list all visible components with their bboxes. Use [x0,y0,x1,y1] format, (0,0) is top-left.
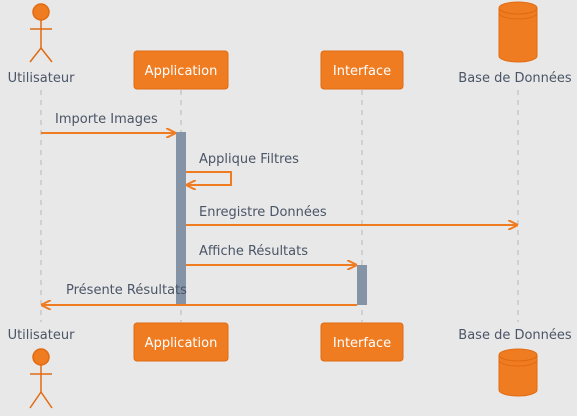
actor-icon [29,3,53,63]
participant-user-bottom: Utilisateur [8,328,76,409]
participant-label: Interface [333,64,391,79]
participant-box [133,322,229,362]
activation-bar-ui [357,265,367,305]
participant-app-top: Application [133,50,229,90]
participant-db-top: Base de Données [458,1,572,86]
message-3: Enregistre Données [186,205,517,225]
participant-app-bottom: Application [133,322,229,362]
participant-label: Base de Données [458,328,572,343]
participant-label: Utilisateur [8,71,76,86]
participant-box [320,322,404,362]
message-5: Présente Résultats [42,283,357,305]
message-arrow [186,171,232,185]
message-4: Affiche Résultats [186,244,356,265]
participant-box [320,50,404,90]
participant-user-top: Utilisateur [8,3,76,86]
message-1: Importe Images [41,112,175,133]
activation-bar-app [176,132,186,305]
participant-db-bottom: Base de Données [458,328,572,397]
participant-label: Application [145,64,218,79]
message-2: Applique Filtres [186,152,299,185]
participant-label: Utilisateur [8,328,76,343]
message-label: Enregistre Données [199,205,327,220]
message-label: Importe Images [55,112,158,127]
message-label: Applique Filtres [199,152,299,167]
database-icon [498,348,538,397]
message-label: Affiche Résultats [199,244,308,259]
message-label: Présente Résultats [66,283,187,298]
actor-icon [29,348,53,409]
participant-label: Interface [333,336,391,351]
participant-ui-bottom: Interface [320,322,404,362]
database-icon [498,1,538,63]
participant-label: Application [145,336,218,351]
participant-box [133,50,229,90]
participant-ui-top: Interface [320,50,404,90]
participant-label: Base de Données [458,71,572,86]
